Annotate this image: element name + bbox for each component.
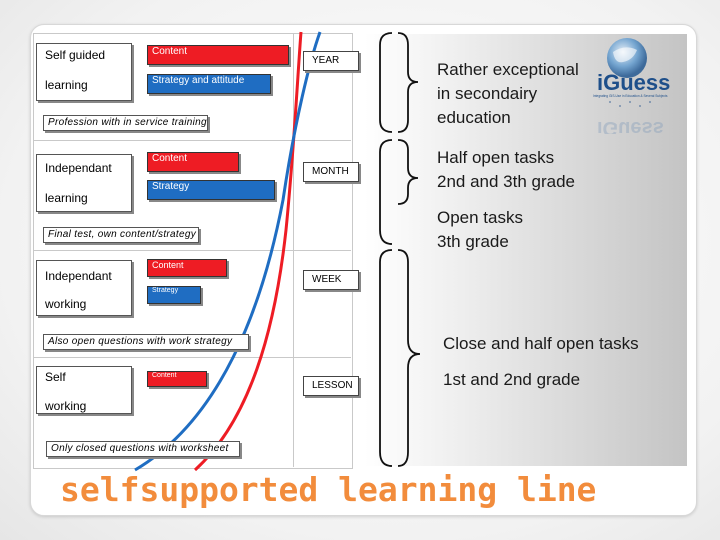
time-label: YEAR <box>303 51 359 71</box>
iguess-logo: iGuess Integrating GIS-Use in Education … <box>585 34 675 139</box>
group-1-line: Rather exceptional <box>437 60 579 79</box>
page-title: selfsupported learning line <box>60 470 597 509</box>
grey-gradient-panel <box>365 34 687 466</box>
section-divider <box>33 357 351 358</box>
level-label: learning <box>45 191 88 205</box>
brace-right <box>397 249 421 467</box>
level-banner: Final test, own content/strategy <box>43 227 199 243</box>
level-card <box>36 260 132 316</box>
level-card <box>36 43 132 101</box>
section-divider <box>33 140 351 141</box>
strategy-bar: Strategy <box>147 286 201 304</box>
level-card <box>36 366 132 414</box>
group-5-text: 1st and 2nd grade <box>443 368 580 392</box>
content-bar: Content <box>147 259 227 277</box>
level-banner: Only closed questions with worksheet <box>46 441 240 457</box>
level-label: Independant <box>45 269 112 283</box>
strategy-bar: Strategy and attitude <box>147 74 271 94</box>
blue-curve <box>134 31 322 472</box>
level-label: Self guided <box>45 48 106 62</box>
svg-text:iGuess: iGuess <box>597 70 670 95</box>
level-banner: Profession with in service training <box>43 115 208 131</box>
level-banner: Also open questions with work strategy <box>43 334 249 350</box>
bracket-left <box>379 249 393 467</box>
time-label: MONTH <box>303 162 359 182</box>
bracket-left <box>379 32 393 133</box>
content-bar: Content <box>147 371 207 387</box>
level-label: learning <box>45 78 88 92</box>
level-label: working <box>45 297 87 311</box>
group-3-line: 3th grade <box>437 232 509 251</box>
level-label: Independant <box>45 161 112 175</box>
red-curve <box>193 31 303 472</box>
svg-text:Integrating GIS-Use in Educati: Integrating GIS-Use in Education & Sever… <box>593 94 668 98</box>
time-label: LESSON <box>303 376 359 396</box>
brace-right <box>397 32 419 133</box>
group-1-line: education <box>437 108 511 127</box>
bracket-left <box>379 139 393 245</box>
group-5-line: 1st and 2nd grade <box>443 370 581 389</box>
group-1-text: Rather exceptional in secondairy educati… <box>437 58 579 130</box>
content-bar: Content <box>147 45 289 65</box>
group-2-text: Half open tasks 2nd and 3th grade <box>437 146 575 194</box>
group-1-line: in secondairy <box>437 84 538 103</box>
content-bar: Content <box>147 152 239 172</box>
time-label: WEEK <box>303 270 359 290</box>
level-label: Self <box>45 370 66 384</box>
section-divider <box>33 250 351 251</box>
group-3-text: Open tasks 3th grade <box>437 206 523 254</box>
group-2-line: 2nd and 3th grade <box>437 172 576 191</box>
group-4-text: Close and half open tasks <box>443 332 639 356</box>
level-label: working <box>45 399 87 413</box>
group-4-line: Close and half open tasks <box>443 334 639 353</box>
group-3-line: Open tasks <box>437 208 523 227</box>
level-card <box>36 154 132 212</box>
svg-text:iGuess: iGuess <box>597 117 664 134</box>
brace-right <box>397 139 419 205</box>
strategy-bar: Strategy <box>147 180 275 200</box>
group-2-line: Half open tasks <box>437 148 555 167</box>
